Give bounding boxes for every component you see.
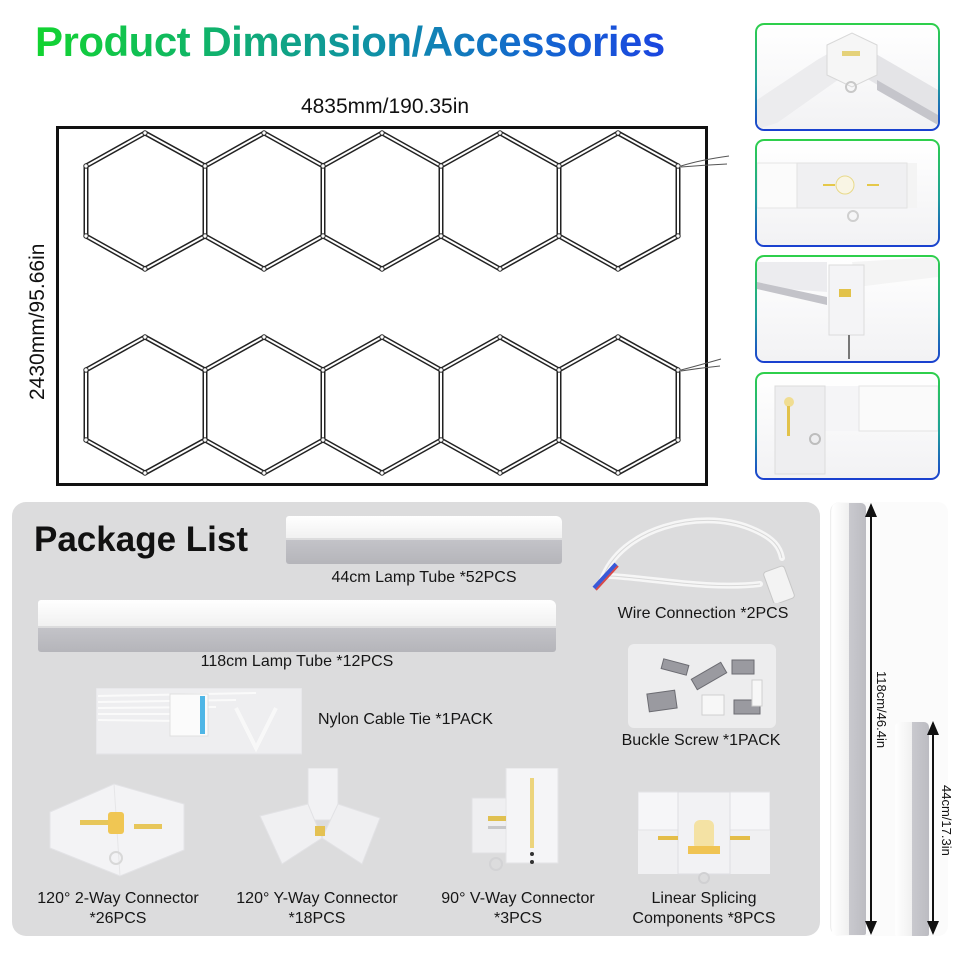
44cm-length-arrow: [927, 721, 939, 935]
item-label-nylon-cable-tie: Nylon Cable Tie *1PACK: [318, 711, 493, 728]
nylon-cable-tie-image: [96, 688, 302, 755]
detail-view-90-degree-connector: [755, 372, 940, 480]
120-2-way-connector-image: [49, 783, 185, 877]
item-label-44cm-tube: 44cm Lamp Tube *52PCS: [331, 569, 517, 586]
detail-view-linear-connector: [755, 139, 940, 247]
hexagon-grid-diagram: [83, 130, 730, 476]
page-title: Product Dimension/Accessories: [35, 18, 665, 65]
item-label-buckle-screw: Buckle Screw *1PACK: [621, 732, 781, 749]
118cm-length-arrow: [865, 503, 877, 935]
90-v-way-connector-image: [471, 768, 559, 871]
detail-view-corner-connector: [755, 23, 940, 131]
y-connector-image: [757, 257, 938, 359]
118cm-tube-vertical-image: [832, 503, 866, 935]
item-label-120-2-way-connector: 120° 2-Way Connector *26PCS: [37, 890, 199, 927]
44cm-length-label: 44cm/17.3in: [939, 785, 954, 856]
118cm-length-label: 118cm/46.4in: [874, 671, 889, 749]
44cm-lamp-tube-image: [286, 516, 562, 564]
linear-connector-image: [757, 162, 917, 222]
item-label-120-y-way-connector: 120° Y-Way Connector *18PCS: [236, 890, 398, 927]
package-list-title: Package List: [34, 520, 248, 559]
detail-view-y-connector: [755, 255, 940, 363]
linear-splicing-component-image: [638, 791, 770, 884]
item-label-wire-connection: Wire Connection *2PCS: [617, 605, 789, 622]
dimension-frame: [56, 126, 708, 486]
118cm-lamp-tube-image: [38, 600, 556, 652]
44cm-tube-vertical-image: [895, 722, 929, 936]
120-y-way-connector-image: [259, 768, 381, 865]
width-dimension-label: 4835mm/190.35in: [300, 95, 470, 118]
corner-connector-image: [757, 32, 938, 129]
wire-connection-image: [592, 517, 795, 603]
90-degree-connector-image: [774, 385, 938, 475]
item-label-90-v-way-connector: 90° V-Way Connector *3PCS: [441, 890, 595, 927]
buckle-screw-image: [628, 644, 776, 728]
item-label-118cm-tube: 118cm Lamp Tube *12PCS: [200, 653, 394, 670]
item-label-linear-splicing: Linear Splicing Components *8PCS: [632, 890, 776, 927]
